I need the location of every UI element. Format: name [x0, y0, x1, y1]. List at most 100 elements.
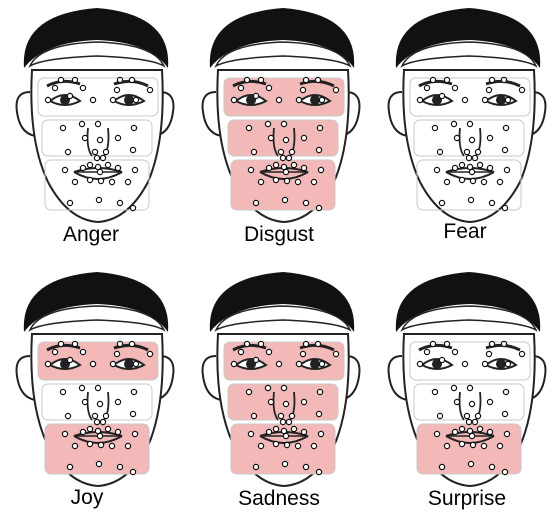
landmark-point [72, 77, 77, 82]
landmark-point [301, 429, 306, 434]
landmark-point [97, 169, 102, 174]
landmark-point [489, 464, 494, 469]
landmark-point [417, 97, 422, 102]
landmark-point [90, 97, 95, 102]
landmark-point [452, 165, 457, 170]
landmark-point [470, 178, 475, 183]
landmark-point [266, 165, 271, 170]
landmark-point [501, 341, 506, 346]
landmark-point [67, 357, 72, 362]
landmark-point [289, 149, 294, 154]
landmark-point [97, 433, 102, 438]
landmark-point [253, 93, 258, 98]
right-pupil [124, 95, 134, 105]
landmark-point [452, 429, 457, 434]
landmark-point [501, 77, 506, 82]
landmark-point [115, 399, 120, 404]
landmark-point [87, 177, 92, 182]
landmark-point [469, 169, 474, 174]
landmark-point [130, 205, 135, 210]
landmark-point [451, 385, 456, 390]
face-anger [17, 8, 174, 222]
landmark-point [315, 77, 320, 82]
landmark-point [505, 361, 510, 366]
landmark-point [117, 464, 122, 469]
landmark-point [303, 464, 308, 469]
landmark-point [110, 97, 115, 102]
landmark-point [319, 97, 324, 102]
landmark-point [317, 125, 322, 130]
landmark-point [125, 443, 130, 448]
landmark-point [58, 341, 63, 346]
landmark-point [268, 399, 273, 404]
landmark-point [472, 155, 477, 160]
landmark-point [115, 165, 120, 170]
landmark-point [454, 135, 459, 140]
landmark-point [87, 441, 92, 446]
landmark-point [281, 385, 286, 390]
face-label-anger: Anger [0, 223, 184, 247]
landmark-point [505, 97, 510, 102]
landmark-point [231, 361, 236, 366]
landmark-point [317, 389, 322, 394]
landmark-point [432, 389, 437, 394]
landmark-point [451, 121, 456, 126]
landmark-point [92, 413, 97, 418]
landmark-point [253, 357, 258, 362]
landmark-point [482, 97, 487, 102]
landmark-point [62, 431, 67, 436]
face-fear [389, 8, 546, 222]
landmark-point [109, 179, 114, 184]
landmark-point [276, 97, 281, 102]
landmark-point [67, 464, 72, 469]
landmark-point [303, 341, 308, 346]
landmark-point [284, 442, 289, 447]
landmark-point [459, 162, 464, 167]
landmark-point [95, 121, 100, 126]
landmark-point [253, 464, 258, 469]
landmark-point [417, 361, 422, 366]
landmark-point [79, 385, 84, 390]
landmark-point [62, 167, 67, 172]
landmark-point [477, 162, 482, 167]
landmark-point [487, 135, 492, 140]
landmark-point [258, 179, 263, 184]
landmark-point [437, 149, 442, 154]
landmark-point [96, 461, 101, 466]
landmark-point [246, 389, 251, 394]
landmark-point [503, 125, 508, 130]
landmark-point [284, 178, 289, 183]
landmark-point [133, 97, 138, 102]
landmark-point [246, 125, 251, 130]
landmark-point [283, 169, 288, 174]
landmark-point [281, 121, 286, 126]
landmark-point [319, 361, 324, 366]
landmark-point [459, 426, 464, 431]
landmark-point [125, 179, 130, 184]
landmark-point [238, 85, 243, 90]
landmark-point [273, 177, 278, 182]
landmark-point [504, 431, 509, 436]
landmark-point [487, 429, 492, 434]
right-pupil [310, 359, 320, 369]
landmark-point [502, 147, 507, 152]
landmark-point [424, 85, 429, 90]
landmark-point [489, 77, 494, 82]
landmark-point [444, 341, 449, 346]
landmark-point [82, 135, 87, 140]
landmark-point [238, 349, 243, 354]
face-label-sadness: Sadness [186, 487, 372, 511]
face-label-surprise: Surprise [374, 487, 558, 511]
landmark-point [283, 401, 288, 406]
landmark-point [278, 413, 283, 418]
landmark-point [80, 429, 85, 434]
landmark-point [466, 419, 471, 424]
landmark-point [469, 433, 474, 438]
landmark-point [115, 429, 120, 434]
landmark-point [114, 351, 119, 356]
landmark-point [497, 443, 502, 448]
landmark-point [459, 177, 464, 182]
landmark-point [98, 442, 103, 447]
landmark-point [311, 179, 316, 184]
landmark-point [251, 149, 256, 154]
